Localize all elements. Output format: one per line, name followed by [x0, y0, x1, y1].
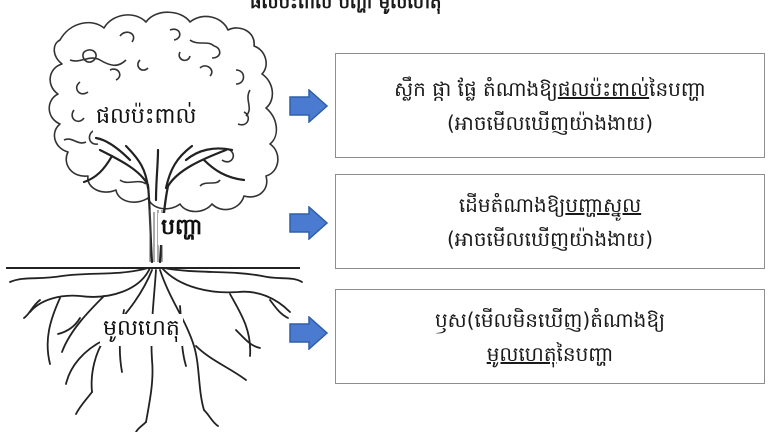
arrow-right-icon [289, 89, 329, 123]
effects-text: ស្លឹក ផ្កា ផ្លែ តំណាងឱ្យ [394, 76, 558, 101]
causes-text-end: នៃបញ្ហា [556, 341, 614, 366]
trunk-label: បញ្ហា [158, 213, 206, 245]
core-problem-box: ដើមតំណាងឱ្យបញ្ហាស្នូល (អាចមើលឃើញយ៉ាងងាយ) [335, 174, 765, 269]
causes-line-2: មូលហេតុនៃបញ្ហា [487, 337, 614, 371]
effects-line-1: ស្លឹក ផ្កា ផ្លែ តំណាងឱ្យផលប៉ះពាល់នៃបញ្ហា [394, 72, 706, 106]
title-strip: ផលប៉ះពាល់ បញ្ហា មូលហេតុ [0, 0, 774, 14]
effects-note: (អាចមើលឃើញយ៉ាងងាយ) [446, 110, 654, 135]
causes-keyword: មូលហេតុ [486, 341, 557, 366]
causes-line-1: ឫស(មើលមិនឃើញ)តំណាងឱ្យ [434, 307, 666, 332]
arrow-right-icon [289, 316, 329, 350]
effects-keyword: ផលប៉ះពាល់ [557, 76, 650, 101]
tree-canopy [48, 11, 279, 213]
core-problem-text: ដើមតំណាងឱ្យ [458, 192, 566, 217]
core-problem-note: (អាចមើលឃើញយ៉ាងងាយ) [446, 226, 654, 251]
effects-text-end: នៃបញ្ហា [649, 76, 706, 101]
root-label: មូលហេតុ [100, 314, 183, 346]
core-problem-line-1: ដើមតំណាងឱ្យបញ្ហាស្នូល [459, 188, 641, 222]
effects-box: ស្លឹក ផ្កា ផ្លែ តំណាងឱ្យផលប៉ះពាល់នៃបញ្ហា… [335, 53, 765, 158]
causes-box: ឫស(មើលមិនឃើញ)តំណាងឱ្យ មូលហេតុនៃបញ្ហា [335, 289, 765, 384]
diagram-title: ផលប៉ះពាល់ បញ្ហា មូលហេតុ [250, 0, 442, 13]
fruit-label: ផលប៉ះពាល់ [93, 102, 200, 134]
core-problem-keyword: បញ្ហាស្នូល [565, 192, 642, 217]
arrow-right-icon [289, 206, 329, 240]
tree-roots [9, 267, 303, 432]
